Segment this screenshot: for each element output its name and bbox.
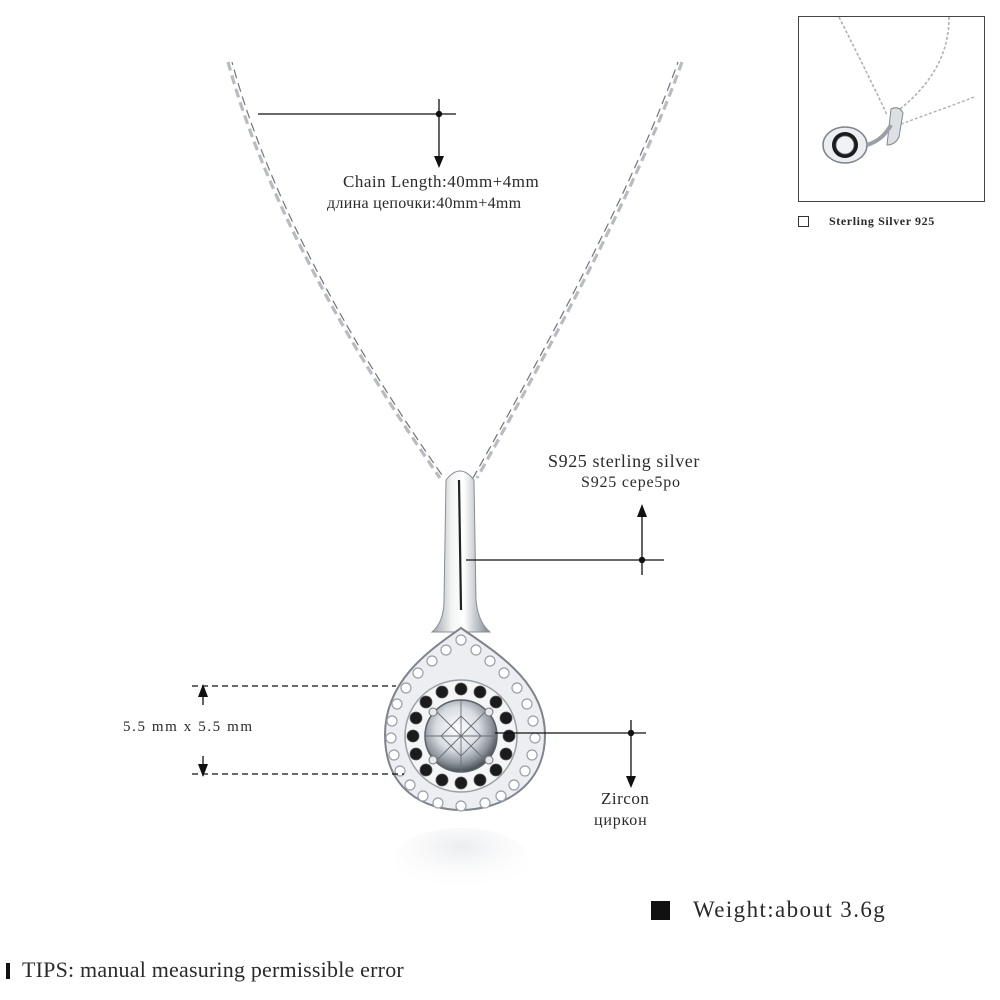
stone-size-label: 5.5 mm x 5.5 mm [123,719,254,735]
chain-left [226,61,445,479]
variant-thumbnail[interactable] [798,16,985,202]
black-stones [406,682,516,790]
weight-square-icon [651,901,670,920]
tips-label: TIPS: manual measuring permissible error [22,957,404,982]
tips-bar-icon [6,963,10,979]
variant-caption: Sterling Silver 925 [829,214,935,228]
variant-checkbox[interactable] [798,216,809,227]
material-label-ru: S925 cере5ро [581,474,681,491]
chain-right [472,61,684,479]
chain-length-label: Chain Length:40mm+4mm [343,172,540,191]
chain-length-label-ru: длина цепочки:40mm+4mm [327,195,522,212]
thumbnail-necklace-image [822,16,975,164]
material-marker [466,504,664,575]
stone-size-marker [192,684,404,777]
chain-length-marker [258,99,456,168]
weight-label: Weight:about 3.6g [693,897,887,922]
halo-stones [385,634,541,812]
zircon-label-ru: циркон [594,812,648,829]
pendant-reflection [393,828,529,892]
material-label: S925 sterling silver [548,451,700,471]
zircon-marker [495,720,646,788]
zircon-label: Zircon [601,789,650,808]
